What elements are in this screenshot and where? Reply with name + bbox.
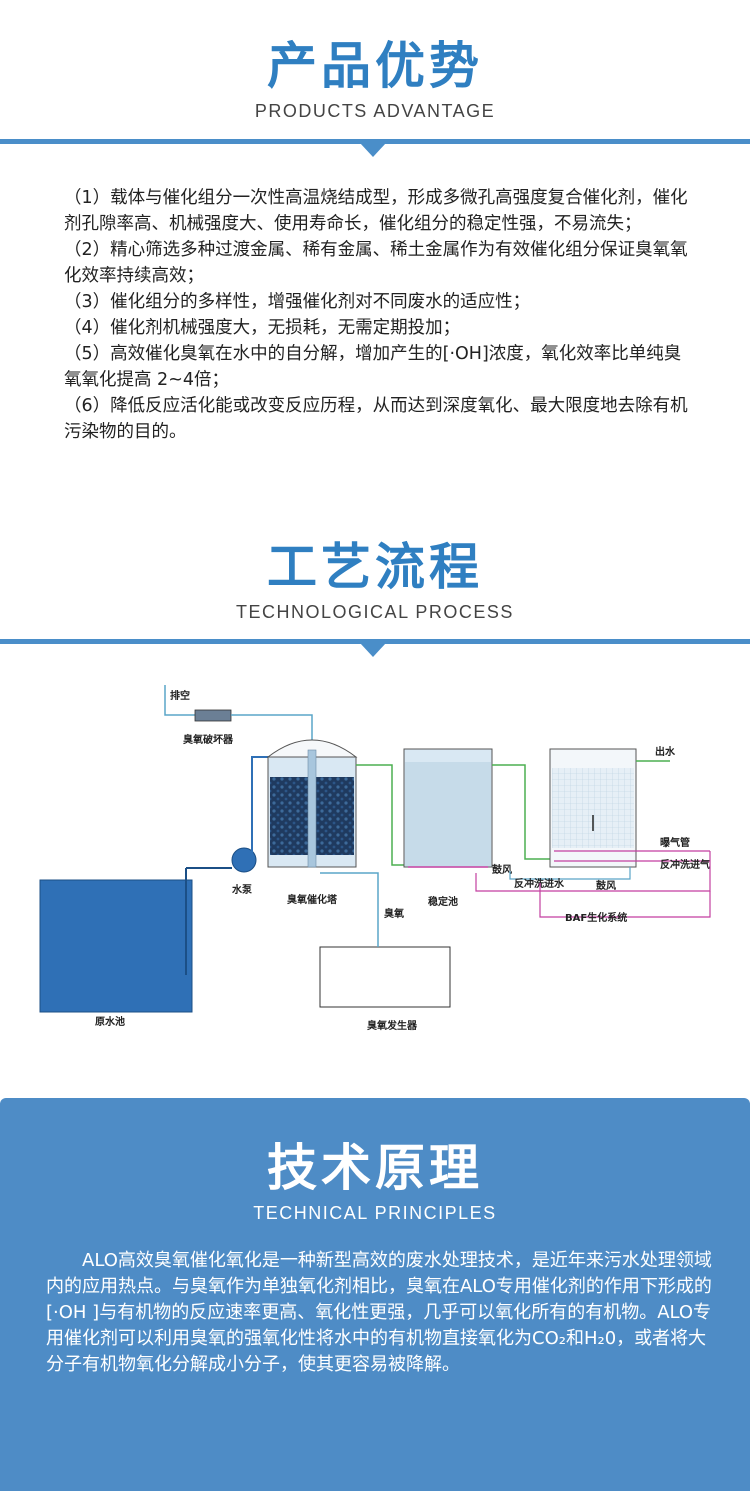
advantage-list: （1）载体与催化组分一次性高温烧结成型，形成多微孔高强度复合催化剂，催化剂孔隙率… — [64, 185, 694, 445]
ozone-label: 臭氧 — [384, 907, 404, 920]
generator-label: 臭氧发生器 — [367, 1019, 418, 1032]
vent-pipe — [164, 685, 195, 716]
destructor-pipe — [231, 714, 313, 745]
backwash-gas-label: 反冲洗进气 — [660, 858, 710, 871]
principle-subtitle: TECHNICAL PRINCIPLES — [253, 1203, 497, 1223]
principle-panel: 技术原理 TECHNICAL PRINCIPLES ALO高效臭氧催化氧化是一种… — [0, 1098, 750, 1491]
process-flow-diagram: 排空 臭氧破坏器 原水池 水泵 臭氧催化塔 臭氧 臭氧发生器 稳定池 鼓风 出水… — [39, 685, 711, 1032]
process-title: 工艺流程 — [267, 538, 483, 596]
pump — [231, 847, 257, 873]
destructor-label: 臭氧破坏器 — [183, 733, 234, 746]
process-divider — [0, 639, 750, 644]
raw-water-tank — [39, 879, 193, 1013]
stable-tank-water — [405, 762, 491, 866]
outlet-label: 出水 — [655, 745, 676, 758]
advantage-item: （1）载体与催化组分一次性高温烧结成型，形成多微孔高强度复合催化剂，催化剂孔隙率… — [64, 188, 688, 234]
stable-outlet-pipe — [492, 764, 550, 860]
process-subtitle: TECHNOLOGICAL PROCESS — [236, 602, 514, 622]
advantage-title: 产品优势 — [267, 37, 483, 95]
advantage-divider-notch — [360, 143, 386, 157]
stable-tank-label: 稳定池 — [428, 895, 458, 908]
advantage-header: 产品优势 PRODUCTS ADVANTAGE — [0, 36, 750, 122]
advantage-subtitle: PRODUCTS ADVANTAGE — [254, 101, 496, 121]
backwash-water-pipe — [509, 867, 631, 880]
process-header: 工艺流程 TECHNOLOGICAL PROCESS — [0, 537, 750, 623]
process-divider-notch — [360, 643, 386, 657]
blower-label-1: 鼓风 — [492, 863, 512, 876]
principle-title: 技术原理 — [267, 1139, 483, 1197]
principle-header: 技术原理 TECHNICAL PRINCIPLES — [0, 1138, 750, 1224]
advantage-item: （6）降低反应活化能或改变反应历程，从而达到深度氧化、最大限度地去除有机污染物的… — [64, 396, 688, 442]
principle-body: ALO高效臭氧催化氧化是一种新型高效的废水处理技术，是近年来污水处理领域内的应用… — [46, 1250, 712, 1375]
advantage-item: （3）催化组分的多样性，增强催化剂对不同废水的适应性； — [64, 292, 531, 312]
aeration-label: 曝气管 — [660, 836, 690, 849]
blower-return-pipe — [539, 883, 711, 918]
advantage-item: （5）高效催化臭氧在水中的自分解，增加产生的[·OH]浓度，氧化效率比单纯臭氧氧… — [64, 344, 682, 390]
advantage-item: （4）催化剂机械强度大，无损耗，无需定期投加； — [64, 318, 461, 338]
pump-label: 水泵 — [231, 883, 253, 896]
tower-dome — [266, 739, 358, 758]
baf-media-grid — [552, 768, 634, 848]
blower-main-pipe — [475, 851, 711, 892]
tower-label: 臭氧催化塔 — [287, 893, 338, 906]
raw-tank-label: 原水池 — [95, 1015, 125, 1028]
baf-label: BAF生化系统 — [565, 911, 627, 924]
tower-outlet-pipe — [356, 764, 404, 866]
advantage-item: （2）精心筛选多种过渡金属、稀有金属、稀土金属作为有效催化组分保证臭氧氧化效率持… — [64, 240, 688, 286]
advantage-divider — [0, 139, 750, 144]
ozone-destructor — [194, 709, 232, 722]
ozone-feed-pipe — [320, 872, 379, 947]
tower-center-pipe — [307, 749, 317, 868]
ozone-generator — [319, 946, 451, 1008]
vent-label: 排空 — [170, 689, 190, 702]
blower-label-2: 鼓风 — [596, 879, 616, 892]
